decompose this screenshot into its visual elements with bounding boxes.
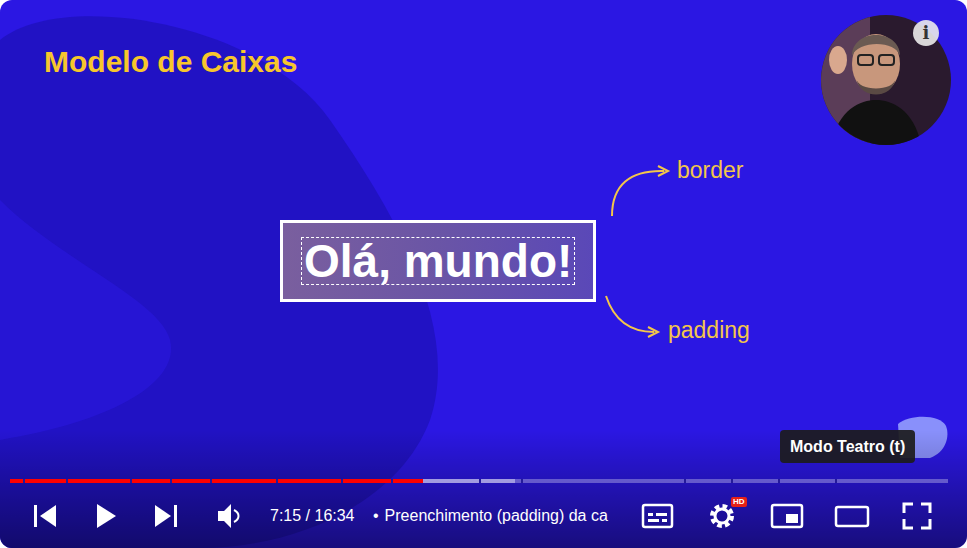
box-model-box: Olá, mundo! <box>280 220 596 302</box>
player-icons <box>34 504 930 528</box>
separator-dot: • <box>373 506 379 526</box>
tooltip: Modo Teatro (t) <box>780 430 915 463</box>
hd-badge-text: HD <box>733 497 745 507</box>
hd-badge: HD <box>731 497 747 507</box>
box-model-box-text: Olá, mundo! <box>301 237 575 285</box>
time-display: 7:15 / 16:34 <box>270 506 355 526</box>
info-icon: i <box>913 20 939 46</box>
chapter-title: Preenchimento (padding) da ca <box>385 506 608 526</box>
tooltip-text: Modo Teatro (t) <box>790 437 905 456</box>
box-fill <box>283 223 593 299</box>
leader-arrow <box>606 166 668 337</box>
progress-bar <box>10 479 948 483</box>
slide-title: Modelo de Caixas <box>44 45 297 79</box>
controls-shade <box>0 430 967 548</box>
webcam-presenter <box>820 14 952 150</box>
callout-label: padding <box>668 317 750 344</box>
callout-label: border <box>677 157 743 184</box>
info-icon-text: i <box>913 20 939 46</box>
background-blob <box>0 200 171 440</box>
